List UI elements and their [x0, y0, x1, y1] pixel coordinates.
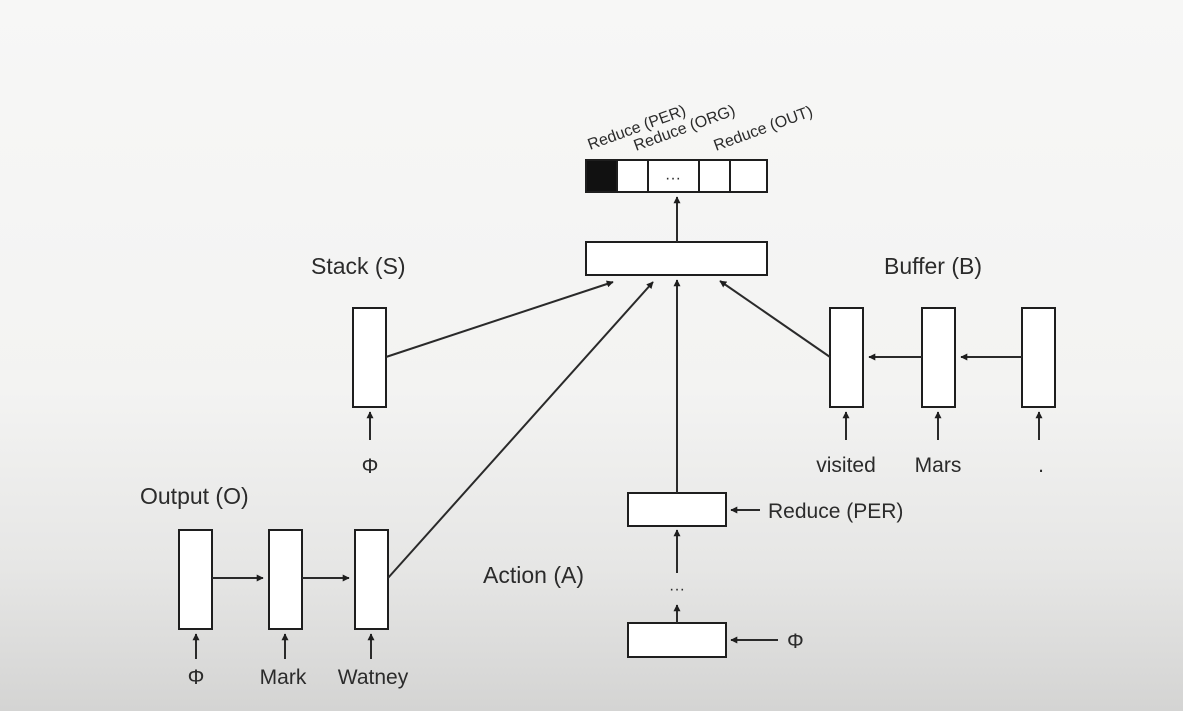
output-lstm-cell-mark [268, 529, 303, 630]
action-lstm-cell-top [627, 492, 727, 527]
buffer-cell-mars [921, 307, 956, 408]
buffer-token-mars: Mars [915, 454, 962, 477]
output-lstm-cell-phi [178, 529, 213, 630]
output-token-phi: Φ [188, 666, 205, 689]
output-cell-ellipsis [647, 159, 700, 193]
action-input-phi: Φ [787, 630, 804, 653]
action-input-reduce-per: Reduce (PER) [768, 500, 903, 523]
output-cell-selected [585, 159, 618, 193]
output-token-mark: Mark [260, 666, 307, 689]
stack-label: Stack (S) [311, 253, 406, 279]
buffer-token-period: . [1038, 454, 1044, 477]
hidden-state-box [585, 241, 768, 276]
output-label: Output (O) [140, 483, 249, 509]
output-vector: ··· [585, 159, 768, 193]
arrow-stack-to-hidden [385, 280, 614, 358]
action-lstm-cell-bottom [627, 622, 727, 658]
buffer-token-visited: visited [816, 454, 876, 477]
output-lstm-cell-watney [354, 529, 389, 630]
output-cell [616, 159, 649, 193]
buffer-cell-visited [829, 307, 864, 408]
buffer-cell-period [1021, 307, 1056, 408]
buffer-label: Buffer (B) [884, 253, 982, 279]
output-cell [729, 159, 768, 193]
stack-token: Φ [362, 455, 379, 478]
stack-lstm-cell [352, 307, 387, 408]
arrow-output-to-hidden [387, 281, 654, 579]
action-label: Action (A) [483, 562, 584, 588]
output-cell [698, 159, 731, 193]
arrow-buffer-to-hidden [719, 280, 831, 358]
action-ellipsis: ··· [669, 581, 685, 598]
vocab-ellipsis: ··· [665, 170, 681, 187]
output-token-watney: Watney [338, 666, 409, 689]
